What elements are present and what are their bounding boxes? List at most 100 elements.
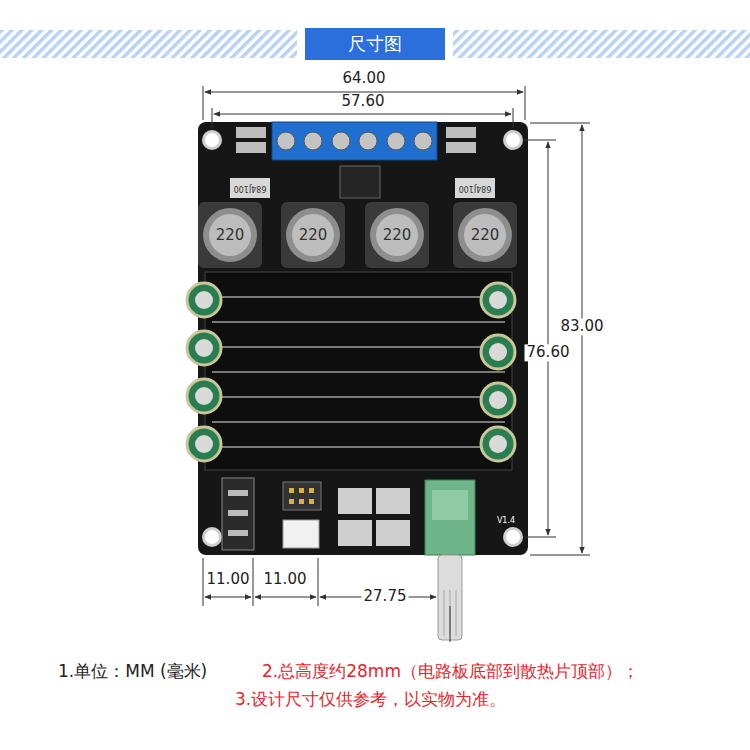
inductor xyxy=(370,208,424,262)
capacitor xyxy=(489,291,507,309)
capacitor-marking: 684J100 xyxy=(234,183,267,192)
terminal-block xyxy=(414,132,432,150)
header-band xyxy=(305,28,445,60)
inductor-marking: 220 xyxy=(299,227,328,244)
capacitor xyxy=(489,343,507,361)
dimension-line xyxy=(205,597,251,598)
heatsink xyxy=(212,371,505,373)
heatsink xyxy=(212,296,505,298)
capacitor xyxy=(481,335,515,369)
capacitor xyxy=(187,283,221,317)
dimension-line xyxy=(525,86,526,120)
heatsink xyxy=(212,396,505,398)
capacitor xyxy=(187,427,221,461)
audio-jack xyxy=(228,510,248,516)
inductor xyxy=(464,214,506,256)
dimension-line xyxy=(548,142,549,535)
capacitor xyxy=(187,379,221,413)
inductor xyxy=(453,202,517,268)
capacitor xyxy=(195,435,213,453)
film-capacitor xyxy=(338,488,410,546)
terminal-block xyxy=(277,132,295,150)
dimension-line xyxy=(205,92,523,93)
inductor-marking: 220 xyxy=(216,227,245,244)
audio-jack xyxy=(228,490,248,496)
terminal-block xyxy=(359,132,377,150)
header-band xyxy=(297,26,453,62)
terminal-block xyxy=(332,132,350,150)
small-component xyxy=(446,127,476,138)
terminal-block xyxy=(387,132,405,150)
terminal-block xyxy=(304,132,322,150)
dimension-line xyxy=(530,555,590,556)
heatsink xyxy=(205,272,512,470)
pin-header xyxy=(309,499,314,504)
mounting-hole xyxy=(205,530,219,544)
inductor xyxy=(292,214,334,256)
inductor-marking: 220 xyxy=(471,227,500,244)
heatsink xyxy=(212,321,505,323)
dimension-line xyxy=(582,125,583,553)
inductor xyxy=(198,202,517,268)
mounting-hole xyxy=(506,530,520,544)
dimension-value: 11.00 xyxy=(264,571,307,588)
small-component xyxy=(230,178,270,198)
capacitor xyxy=(187,283,515,461)
dimension-line xyxy=(513,108,514,128)
dimension-line xyxy=(530,123,590,124)
dimension-line xyxy=(214,114,511,115)
dimension-value: 57.60 xyxy=(342,93,385,110)
potentiometer-shaft xyxy=(456,590,457,636)
heatsink xyxy=(212,346,505,348)
dimension-value: 83.00 xyxy=(559,318,606,335)
pin-header xyxy=(289,488,294,493)
capacitor xyxy=(195,339,213,357)
header-title: 尺寸图 xyxy=(348,34,402,55)
dimension-line xyxy=(203,86,590,642)
dimension-value: 27.75 xyxy=(362,588,409,605)
potentiometer-shaft xyxy=(444,590,445,636)
pin-header xyxy=(299,499,304,504)
audio-jack xyxy=(228,530,248,536)
terminal-block xyxy=(272,122,437,160)
capacitor xyxy=(489,391,507,409)
film-capacitor xyxy=(376,520,410,546)
film-capacitor xyxy=(376,488,410,514)
inductor xyxy=(286,208,340,262)
mounting-hole xyxy=(202,527,222,547)
small-component xyxy=(446,142,476,153)
inductor xyxy=(376,214,418,256)
mounting-hole xyxy=(503,130,523,150)
power-connector xyxy=(283,520,319,548)
capacitor xyxy=(195,387,213,405)
power-connector xyxy=(283,520,319,548)
dimension-line xyxy=(318,558,319,606)
capacitor xyxy=(195,291,213,309)
small-component xyxy=(455,178,495,198)
capacitor xyxy=(481,283,515,317)
mounting-hole xyxy=(506,133,520,147)
small-component xyxy=(236,142,266,153)
inductor xyxy=(281,202,345,268)
capacitor xyxy=(481,383,515,417)
terminal-block xyxy=(272,122,437,160)
dimension-value: 64.00 xyxy=(343,70,386,87)
inductor xyxy=(209,214,251,256)
mounting-hole xyxy=(202,130,222,150)
small-component xyxy=(340,166,380,198)
potentiometer xyxy=(425,480,475,555)
pin-header xyxy=(289,499,294,504)
audio-jack xyxy=(222,478,254,550)
inductor xyxy=(458,208,512,262)
circuit-board xyxy=(198,122,528,555)
inductor xyxy=(198,202,262,268)
heatsink xyxy=(212,446,505,448)
potentiometer xyxy=(432,490,468,520)
small-component xyxy=(236,127,266,138)
header-band xyxy=(0,26,750,62)
capacitor-marking: 684J100 xyxy=(459,183,492,192)
dimension-line xyxy=(524,537,556,538)
pin-header xyxy=(309,488,314,493)
